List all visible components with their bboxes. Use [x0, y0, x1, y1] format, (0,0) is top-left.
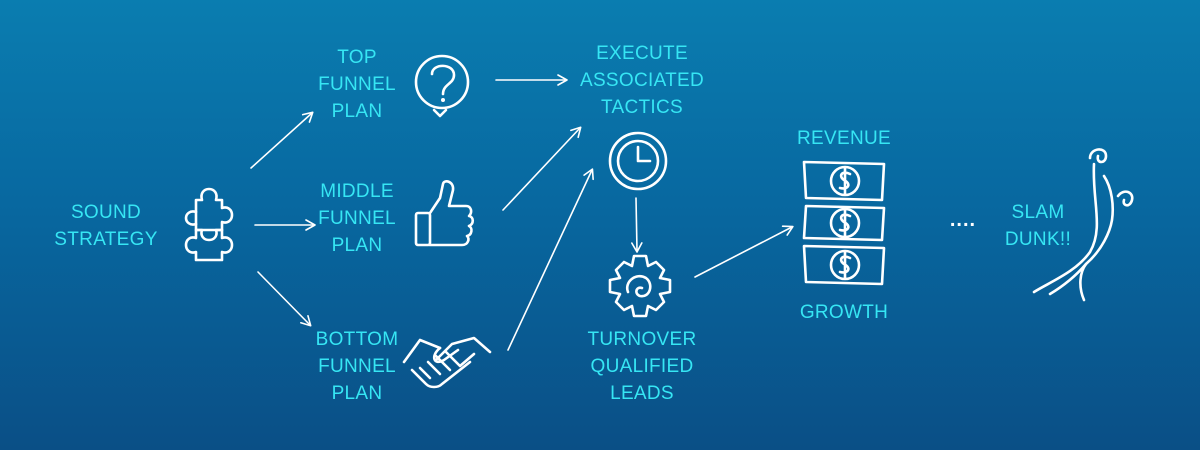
arrow-bottom-to-execute: [507, 168, 594, 351]
node-label-middle-funnel: MIDDLE FUNNEL PLAN: [304, 178, 410, 259]
question-bubble-icon: [414, 54, 470, 118]
label-line: BOTTOM: [315, 329, 399, 350]
label-line: PLAN: [331, 235, 383, 256]
puzzle-icon: [184, 187, 234, 262]
label-line: PLAN: [331, 383, 383, 404]
arrow-turnover-to-revenue: [694, 225, 794, 278]
label-line: TACTICS: [601, 97, 683, 118]
node-label-sound-strategy: SOUND STRATEGY: [50, 199, 162, 253]
arrow-strategy-to-top: [250, 111, 314, 169]
label-line: FUNNEL: [318, 356, 396, 377]
money-stack-icon: [802, 160, 886, 286]
arrow-strategy-to-bottom: [257, 271, 312, 327]
arrow-execute-to-turnover: [631, 197, 643, 253]
node-label-top-funnel: TOP FUNNEL PLAN: [304, 44, 410, 125]
label-line: SLAM: [1011, 202, 1065, 223]
label-line: LEADS: [610, 383, 674, 404]
label-line: FUNNEL: [318, 74, 396, 95]
label-line: REVENUE: [797, 128, 891, 149]
thumbs-up-icon: [414, 180, 475, 247]
label-line: SOUND: [70, 202, 142, 223]
node-label-revenue: REVENUE: [788, 125, 900, 152]
player-dunk-icon: [1032, 148, 1134, 302]
label-line: DUNK!!: [1004, 229, 1072, 250]
label-line: FUNNEL: [318, 208, 396, 229]
node-label-turnover-leads: TURNOVER QUALIFIED LEADS: [580, 326, 704, 407]
label-line: TOP: [337, 47, 377, 68]
label-line: MIDDLE: [320, 181, 394, 202]
label-line: STRATEGY: [54, 229, 158, 250]
node-label-bottom-funnel: BOTTOM FUNNEL PLAN: [304, 326, 410, 407]
arrow-middle-to-execute: [502, 126, 582, 211]
node-label-growth: GROWTH: [788, 299, 900, 326]
ellipsis-dots: ....: [949, 209, 977, 231]
node-label-slam-dunk: SLAM DUNK!!: [996, 199, 1080, 253]
label-line: ASSOCIATED: [579, 70, 705, 91]
clock-icon: [608, 131, 668, 191]
label-line: GROWTH: [799, 302, 889, 323]
label-line: TURNOVER: [587, 329, 697, 350]
label-line: QUALIFIED: [590, 356, 694, 377]
label-line: PLAN: [331, 101, 383, 122]
node-label-execute-tactics: EXECUTE ASSOCIATED TACTICS: [576, 40, 708, 121]
label-line: EXECUTE: [596, 43, 688, 64]
handshake-icon: [402, 336, 492, 389]
gear-icon: [608, 254, 672, 318]
